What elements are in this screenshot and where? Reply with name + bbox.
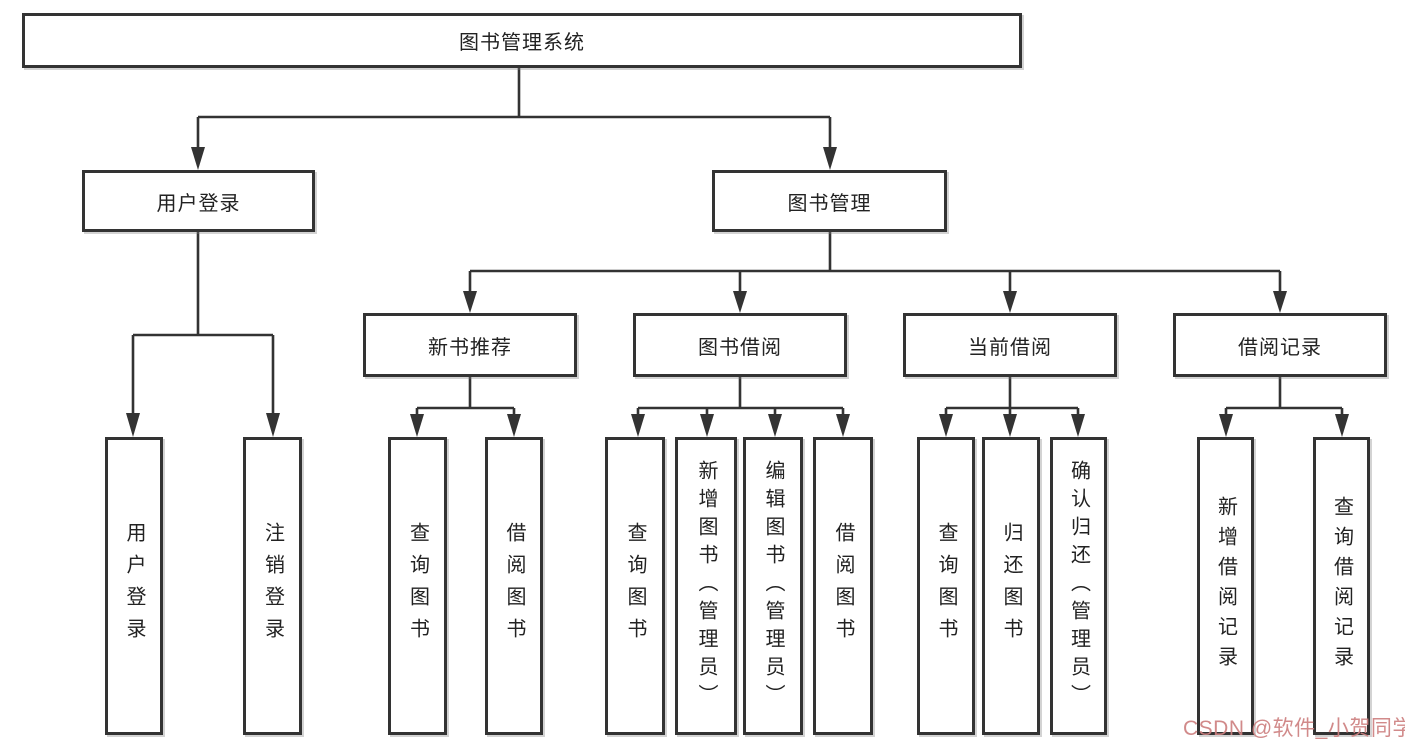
- csdn-watermark: CSDN @软件_小贺同学: [1183, 717, 1405, 740]
- node-label: 新增图书（管理员）: [695, 460, 717, 712]
- node-book-borrowing: 图书借阅: [633, 313, 847, 377]
- node-label: 查询图书: [624, 522, 646, 650]
- node-library-system: 图书管理系统: [22, 13, 1022, 68]
- node-label: 编辑图书（管理员）: [762, 460, 784, 712]
- node-label: 借阅图书: [503, 522, 525, 650]
- node-label: 查询借阅记录: [1330, 496, 1353, 676]
- node-book-management: 图书管理: [712, 170, 947, 232]
- node-label: 图书管理: [787, 192, 872, 215]
- node-label: 查询图书: [406, 522, 429, 650]
- node-label: 图书管理系统: [459, 32, 585, 54]
- leaf-return-books: 归还图书: [982, 437, 1040, 735]
- leaf-add-books-admin: 新增图书（管理员）: [675, 437, 737, 735]
- node-label: 确认归还（管理员）: [1067, 460, 1090, 712]
- node-borrowing-records: 借阅记录: [1173, 313, 1387, 377]
- node-user-login: 用户登录: [82, 170, 315, 232]
- node-label: 新增借阅记录: [1214, 496, 1237, 676]
- leaf-edit-books-admin: 编辑图书（管理员）: [743, 437, 803, 735]
- node-label: 用户登录: [123, 522, 145, 650]
- leaf-query-books-recommend: 查询图书: [388, 437, 447, 735]
- node-new-book-recommend: 新书推荐: [363, 313, 577, 377]
- leaf-query-books-current: 查询图书: [917, 437, 975, 735]
- leaf-add-borrow-record: 新增借阅记录: [1197, 437, 1254, 735]
- node-label: 图书借阅: [698, 336, 782, 359]
- leaf-borrow-books-recommend: 借阅图书: [485, 437, 543, 735]
- node-label: 用户登录: [156, 192, 241, 215]
- leaf-borrow-books-borrowing: 借阅图书: [813, 437, 873, 735]
- node-label: 归还图书: [1000, 522, 1022, 650]
- leaf-confirm-return-admin: 确认归还（管理员）: [1050, 437, 1107, 735]
- node-label: 借阅记录: [1238, 336, 1322, 359]
- node-label: 当前借阅: [968, 336, 1052, 359]
- node-label: 新书推荐: [428, 336, 512, 359]
- leaf-query-borrow-record: 查询借阅记录: [1313, 437, 1370, 735]
- leaf-user-login: 用户登录: [105, 437, 163, 735]
- node-label: 借阅图书: [832, 522, 854, 650]
- node-current-borrowing: 当前借阅: [903, 313, 1117, 377]
- node-label: 注销登录: [261, 522, 284, 650]
- leaf-query-books-borrowing: 查询图书: [605, 437, 665, 735]
- node-label: 查询图书: [935, 522, 957, 650]
- leaf-logout: 注销登录: [243, 437, 302, 735]
